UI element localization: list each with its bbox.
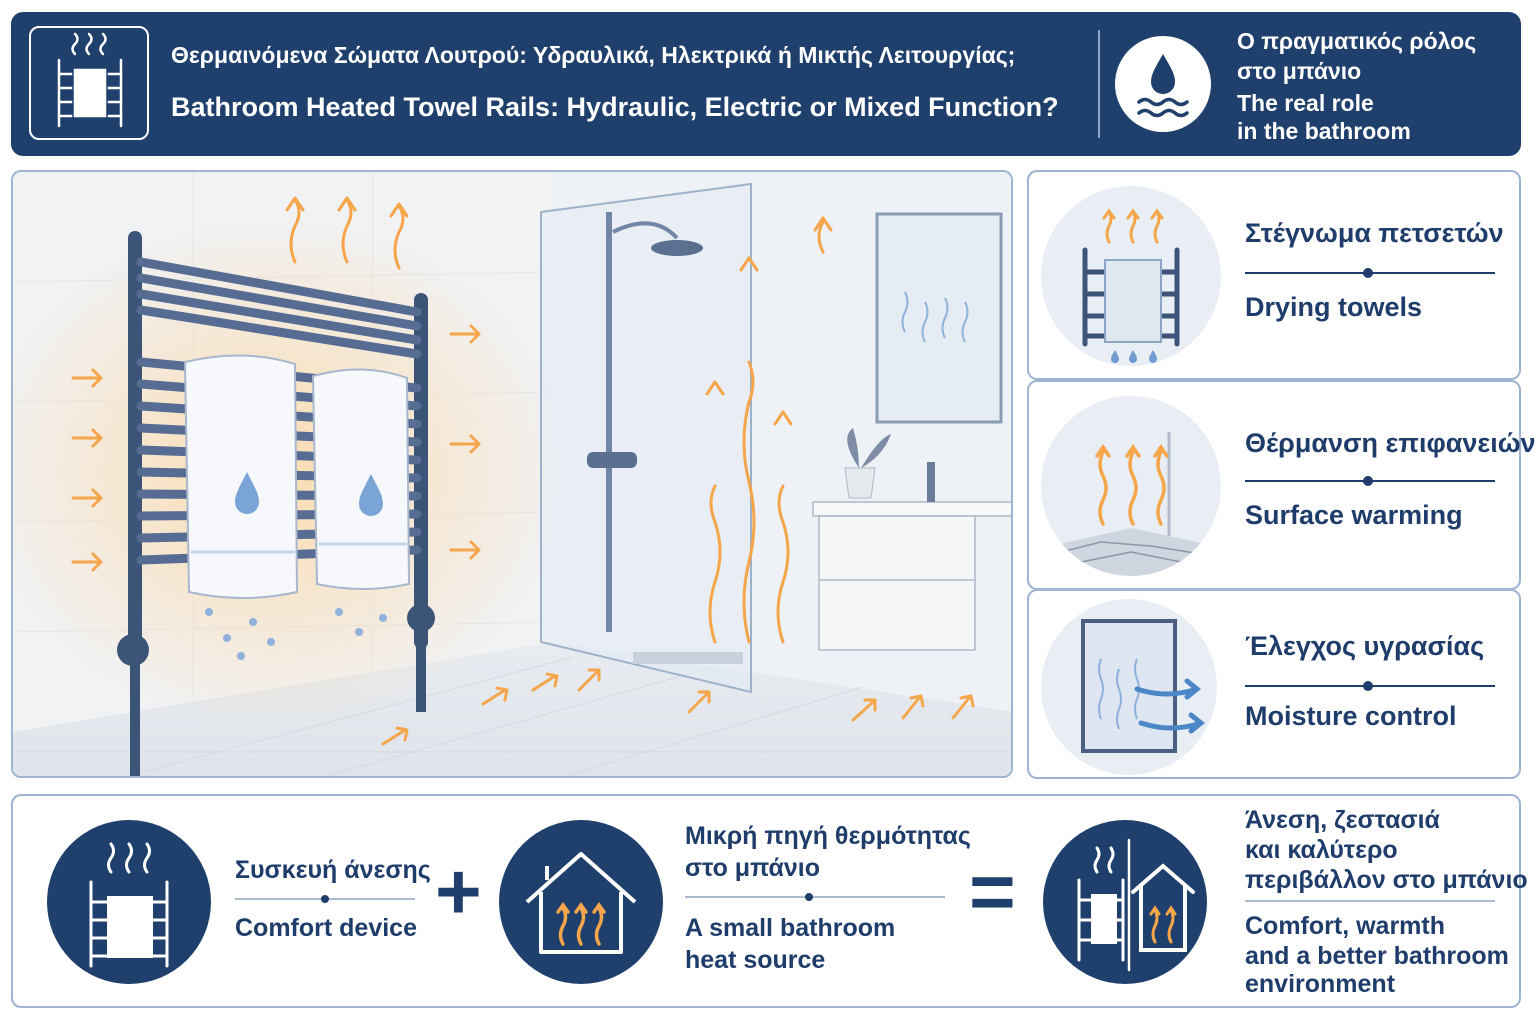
equals-operator: = bbox=[969, 847, 1016, 936]
title-english: Bathroom Heated Towel Rails: Hydraulic, … bbox=[171, 92, 1059, 122]
result-greek-line2: και καλύτερο bbox=[1245, 836, 1398, 864]
function-drying-english: Drying towels bbox=[1245, 292, 1423, 322]
heat-source-english-line2: heat source bbox=[685, 946, 826, 974]
function-card-warming: Θέρμανση επιφανειών Surface warming bbox=[1027, 380, 1536, 590]
comfort-equation-panel: Συσκευή άνεσης Comfort device + Μικρή πη… bbox=[11, 794, 1528, 1008]
bathroom-scene-illustration bbox=[11, 170, 1013, 778]
result-english-line3: environment bbox=[1245, 970, 1396, 998]
towel-rail-heat-icon bbox=[29, 26, 149, 140]
rail-and-house-icon bbox=[1043, 820, 1207, 984]
function-card-moisture: Έλεγχος υγρασίας Moisture control bbox=[1027, 589, 1521, 779]
divider-dot bbox=[1363, 476, 1373, 486]
function-drying-greek: Στέγνωμα πετσετών bbox=[1245, 218, 1504, 248]
header-divider bbox=[1098, 30, 1100, 138]
towel-rail-drying-icon bbox=[1041, 186, 1221, 366]
plus-operator: + bbox=[435, 847, 482, 936]
heat-source-greek-line2: στο μπάνιο bbox=[685, 854, 821, 882]
surface-heat-icon bbox=[1041, 396, 1221, 576]
divider-dot bbox=[1363, 268, 1373, 278]
heat-source-english-line1: A small bathroom bbox=[685, 914, 896, 942]
result-english-line2: and a better bathroom bbox=[1245, 942, 1509, 970]
term-divider bbox=[685, 896, 945, 898]
function-card-drying: Στέγνωμα πετσετών Drying towels bbox=[1027, 170, 1521, 380]
role-greek-line2: στο μπάνιο bbox=[1237, 58, 1362, 84]
role-english-line2: in the bathroom bbox=[1237, 118, 1411, 144]
divider-dot bbox=[1363, 681, 1373, 691]
mirror-moisture-icon bbox=[1041, 599, 1217, 775]
role-english-line1: The real role bbox=[1237, 90, 1374, 116]
function-warming-english: Surface warming bbox=[1245, 500, 1463, 530]
function-moisture-english: Moisture control bbox=[1245, 701, 1457, 731]
function-warming-greek: Θέρμανση επιφανειών bbox=[1245, 428, 1536, 458]
result-english-line1: Comfort, warmth bbox=[1245, 912, 1445, 940]
divider-dot bbox=[805, 893, 813, 901]
title-greek: Θερμαινόμενα Σώματα Λουτρού: Υδραυλικά, … bbox=[171, 42, 1016, 68]
header-banner: Θερμαινόμενα Σώματα Λουτρού: Υδραυλικά, … bbox=[11, 12, 1521, 156]
role-greek-line1: Ο πραγματικός ρόλος bbox=[1237, 28, 1477, 54]
water-drop-waves-icon bbox=[1115, 36, 1211, 132]
heat-source-greek-line1: Μικρή πηγή θερμότητας bbox=[685, 822, 971, 850]
function-moisture-greek: Έλεγχος υγρασίας bbox=[1245, 631, 1485, 661]
divider-dot bbox=[321, 895, 329, 903]
house-heat-icon bbox=[499, 820, 663, 984]
term-divider bbox=[1245, 900, 1495, 902]
comfort-device-english: Comfort device bbox=[235, 914, 417, 942]
result-greek-line1: Άνεση, ζεστασιά bbox=[1245, 806, 1440, 834]
towel-rail-icon bbox=[47, 820, 211, 984]
result-greek-line3: περιβάλλον στο μπάνιο bbox=[1245, 866, 1528, 894]
comfort-device-greek: Συσκευή άνεσης bbox=[235, 856, 431, 884]
